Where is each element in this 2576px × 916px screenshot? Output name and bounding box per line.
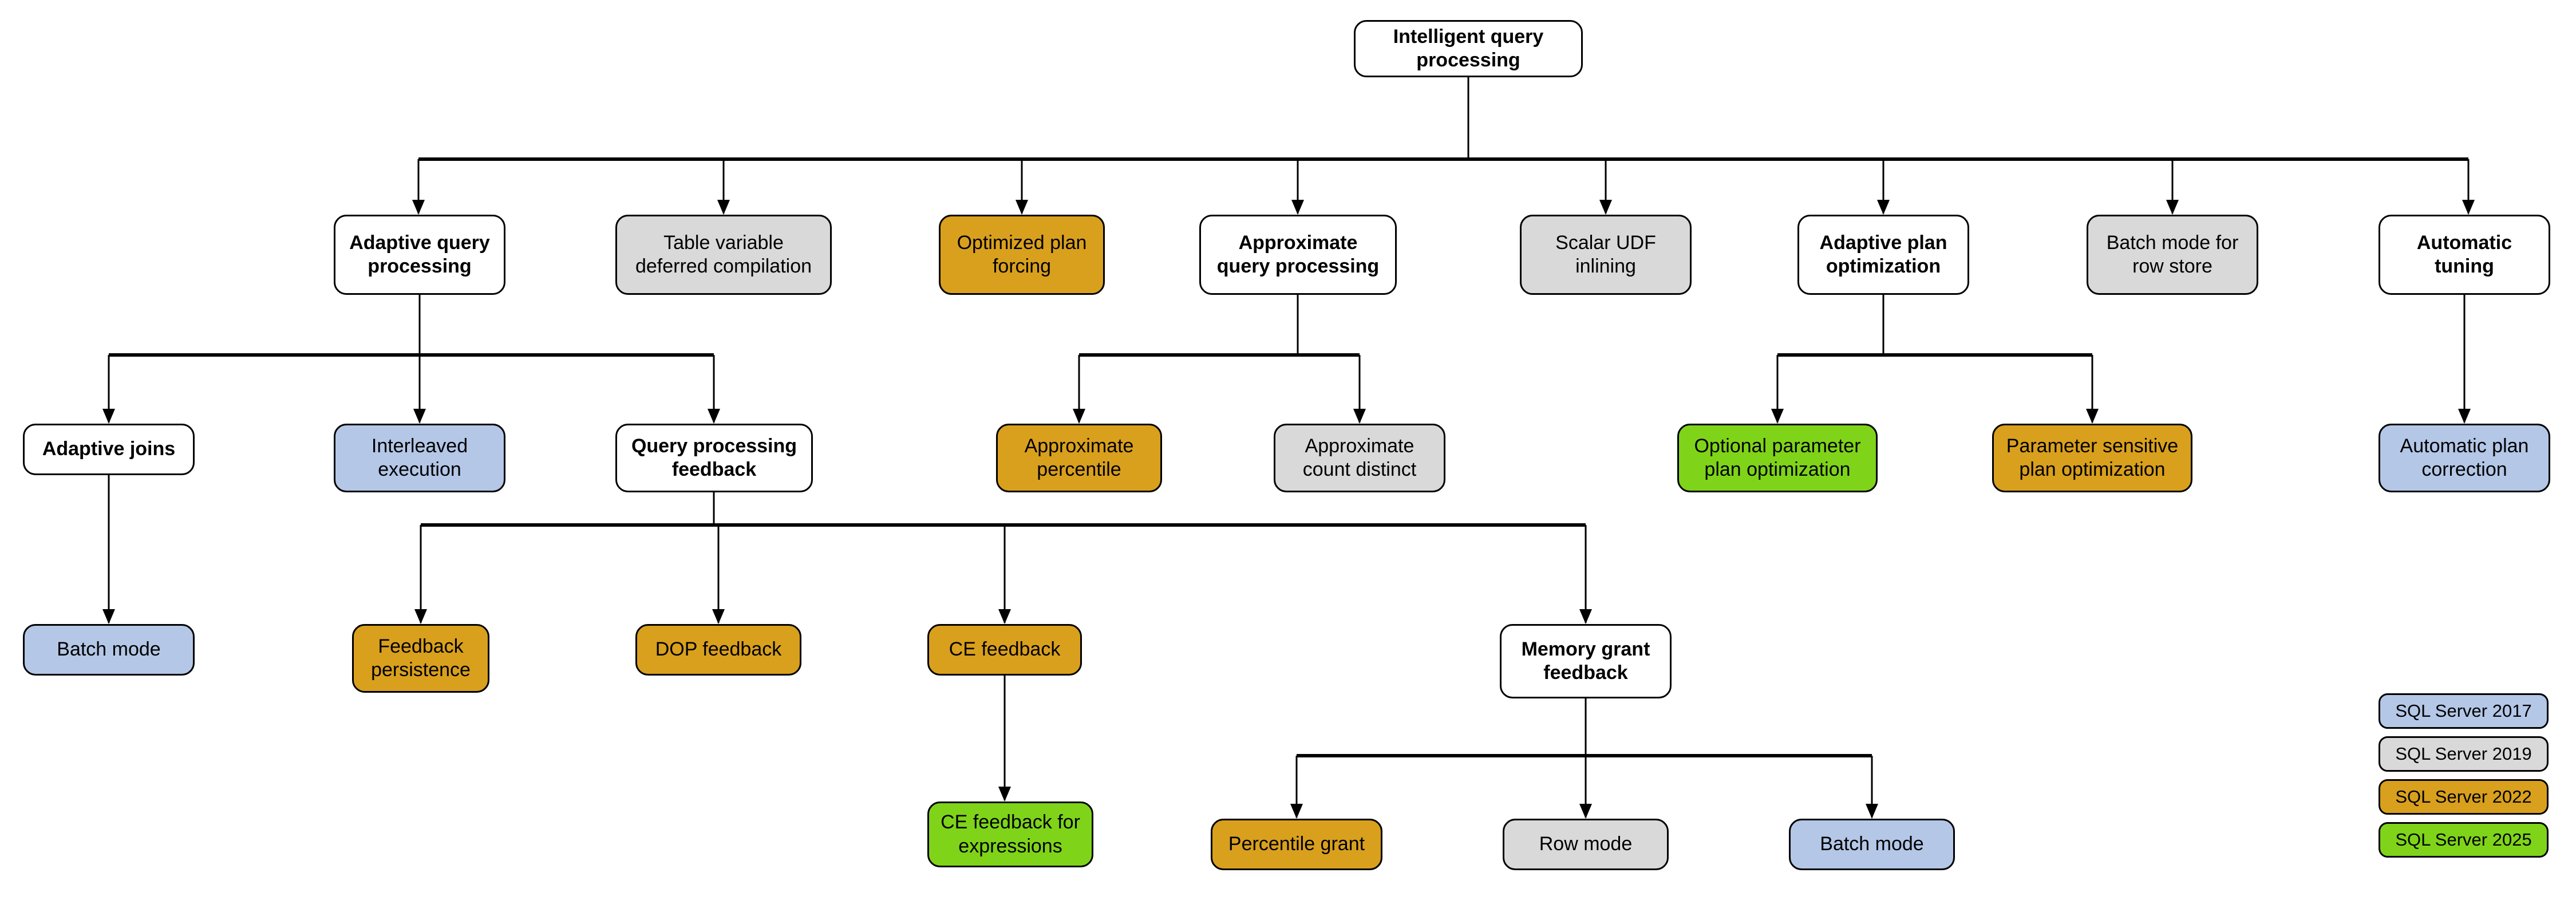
node-tvdc[interactable]: Table variable deferred compilation [615,215,832,295]
node-apo[interactable]: Adaptive plan optimization [1797,215,1969,295]
node-pctgrant[interactable]: Percentile grant [1211,819,1382,870]
apo-bus-arrow [2086,409,2099,424]
node-oppo[interactable]: Optional parameter plan optimization [1677,424,1878,492]
node-dopfb[interactable]: DOP feedback [635,624,801,676]
root-bus-arrow [412,200,425,215]
mgf-bus-arrow [1866,804,1878,819]
node-pspo[interactable]: Parameter sensitive plan optimization [1992,424,2192,492]
node-approxqp[interactable]: Approximate query processing [1199,215,1397,295]
autotune-to-apc-arrow [2458,409,2471,424]
node-root[interactable]: Intelligent query processing [1354,20,1583,77]
qpf-bus-arrow [712,609,725,624]
node-interleav[interactable]: Interleaved execution [334,424,505,492]
node-opf[interactable]: Optimized plan forcing [939,215,1105,295]
node-mgf[interactable]: Memory grant feedback [1500,624,1672,698]
aqp-bus-arrow [708,409,720,424]
aqp-bus-arrow [413,409,426,424]
root-bus-arrow [2462,200,2475,215]
mgf-bus-arrow [1290,804,1303,819]
mgf-bus-arrow [1579,804,1592,819]
approx-bus-arrow [1073,409,1085,424]
node-aqp[interactable]: Adaptive query processing [334,215,505,295]
node-ajoins[interactable]: Adaptive joins [23,424,195,475]
qpf-bus-arrow [414,609,427,624]
legend-item-sql-server-2019: SQL Server 2019 [2379,736,2549,772]
node-batchmode1[interactable]: Batch mode [23,624,195,676]
node-approxcd[interactable]: Approximate count distinct [1274,424,1445,492]
qpf-bus-arrow [1579,609,1592,624]
node-autotune[interactable]: Automatic tuning [2379,215,2550,295]
root-bus-arrow [2166,200,2179,215]
root-bus-arrow [717,200,730,215]
root-bus-arrow [1291,200,1304,215]
node-bmrs[interactable]: Batch mode for row store [2087,215,2258,295]
approx-bus-arrow [1353,409,1366,424]
qpf-bus-arrow [998,609,1011,624]
node-cefbexpr[interactable]: CE feedback for expressions [927,802,1093,867]
apo-bus-arrow [1771,409,1784,424]
legend-item-sql-server-2017: SQL Server 2017 [2379,693,2549,729]
legend-item-sql-server-2025: SQL Server 2025 [2379,822,2549,858]
root-bus-arrow [1877,200,1890,215]
legend-item-sql-server-2022: SQL Server 2022 [2379,779,2549,815]
root-bus-arrow [1016,200,1028,215]
node-qpf[interactable]: Query processing feedback [615,424,813,492]
ajoins-to-batchmode-arrow [102,609,115,624]
node-cefb[interactable]: CE feedback [927,624,1082,676]
node-batchmode2[interactable]: Batch mode [1789,819,1955,870]
node-apc[interactable]: Automatic plan correction [2379,424,2550,492]
node-udf[interactable]: Scalar UDF inlining [1520,215,1692,295]
node-fbpersist[interactable]: Feedback persistence [352,624,489,693]
node-approxpct[interactable]: Approximate percentile [996,424,1162,492]
aqp-bus-arrow [102,409,115,424]
root-bus-arrow [1599,200,1612,215]
node-rowmode[interactable]: Row mode [1503,819,1669,870]
cefb-to-expr-arrow [998,787,1011,802]
